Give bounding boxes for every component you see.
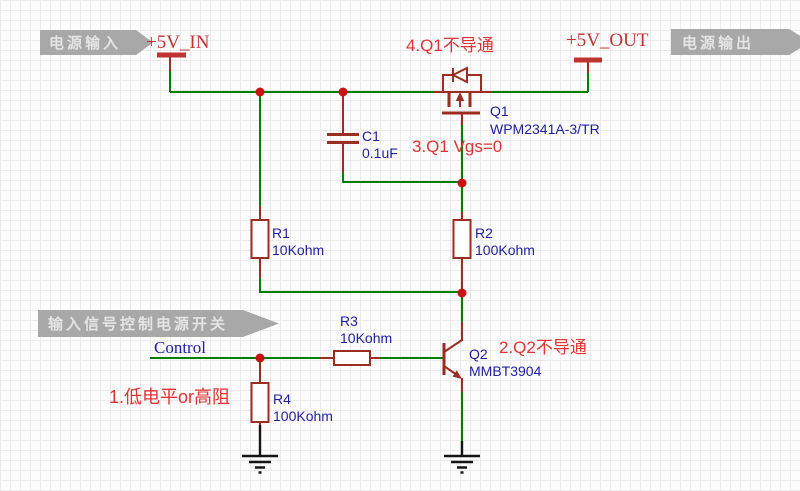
net-label-5v-out: +5V_OUT bbox=[566, 30, 649, 51]
control-banner-label: 输入信号控制电源开关 bbox=[48, 316, 229, 333]
q1-designator: Q1 bbox=[490, 103, 509, 119]
q2-collector-diagonal bbox=[443, 339, 463, 353]
r2-designator: R2 bbox=[475, 225, 493, 241]
q2-designator: Q2 bbox=[469, 346, 488, 362]
annotation-step2: 2.Q2不导通 bbox=[499, 338, 587, 357]
junction-dot bbox=[255, 87, 265, 97]
q1-body-diode-loop bbox=[442, 74, 482, 92]
control-banner: 输入信号控制电源开关 bbox=[38, 310, 279, 337]
q2-emitter-arrow-head bbox=[452, 370, 462, 379]
net-label-5v-in: +5V_IN bbox=[146, 32, 210, 53]
r3-designator: R3 bbox=[340, 313, 358, 329]
r4-designator: R4 bbox=[273, 391, 291, 407]
ground-left-bars bbox=[242, 454, 278, 474]
q1-diode-triangle bbox=[450, 66, 468, 84]
q2-transistor-symbol bbox=[442, 339, 463, 379]
annotation-step1: 1.低电平or高阻 bbox=[109, 387, 231, 407]
c1-capacitor-symbol bbox=[327, 133, 359, 144]
junction-dot bbox=[457, 178, 467, 188]
annotation-step4: 4.Q1不导通 bbox=[406, 36, 494, 55]
q2-value: MMBT3904 bbox=[469, 363, 542, 379]
ground-symbol-left bbox=[242, 425, 278, 474]
power-input-banner-label: 电源输入 bbox=[49, 35, 122, 52]
r2-resistor-symbol bbox=[452, 219, 472, 259]
c1-value: 0.1uF bbox=[362, 145, 398, 161]
power-output-banner-label: 电源输出 bbox=[682, 34, 755, 52]
c1-to-gate-wire bbox=[342, 172, 460, 183]
r1-value: 10Kohm bbox=[272, 242, 325, 258]
power-output-banner: 电源输出 bbox=[671, 29, 800, 55]
junction-dot bbox=[338, 87, 348, 97]
annotation-step3: 3.Q1 Vgs=0 bbox=[412, 137, 503, 156]
r3-value: 10Kohm bbox=[340, 330, 393, 346]
r1-designator: R1 bbox=[272, 225, 290, 241]
r4-resistor-symbol bbox=[250, 382, 270, 423]
component-pins bbox=[169, 57, 589, 427]
junction-dots bbox=[255, 87, 467, 363]
ground-symbol-right bbox=[444, 441, 480, 474]
r2-value: 100Kohm bbox=[475, 242, 535, 258]
junction-dot bbox=[457, 288, 467, 298]
net-label-control: Control bbox=[154, 338, 206, 357]
power-input-banner: 电源输入 bbox=[40, 30, 153, 55]
r3-resistor-symbol bbox=[333, 350, 371, 366]
r1-resistor-symbol bbox=[250, 219, 270, 259]
c1-designator: C1 bbox=[362, 128, 380, 144]
q1-substrate-arrow-head bbox=[455, 92, 465, 101]
junction-dot bbox=[255, 353, 265, 363]
r4-value: 100Kohm bbox=[273, 408, 333, 424]
q1-mosfet-symbol bbox=[442, 66, 482, 115]
r1-bottom-link-wire bbox=[259, 277, 461, 293]
q1-value: WPM2341A-3/TR bbox=[490, 121, 600, 137]
ground-right-bars bbox=[444, 454, 480, 474]
